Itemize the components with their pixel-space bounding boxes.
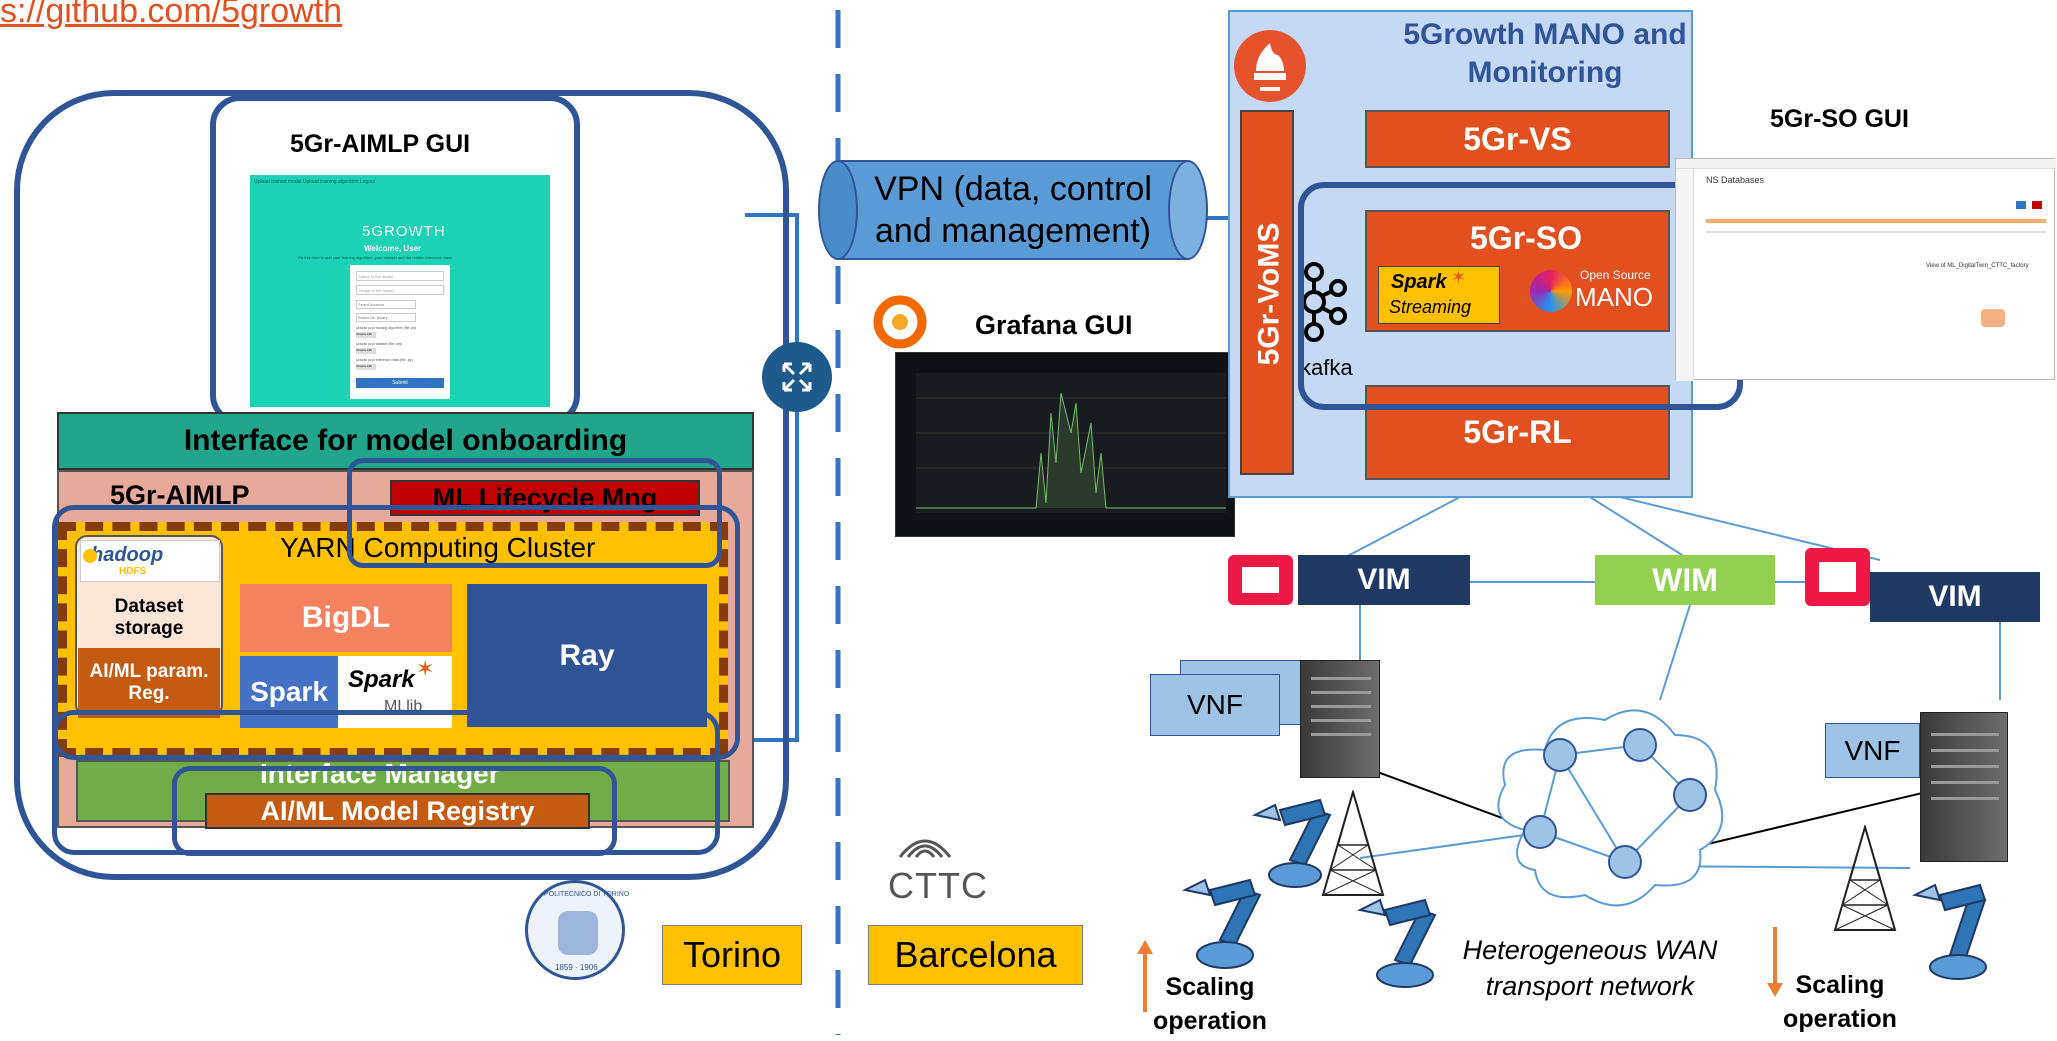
voms-box: 5Gr-VoMS <box>1240 110 1294 475</box>
so-gui-title: 5Gr-SO GUI <box>1770 105 1909 133</box>
yarn-highlight <box>52 505 740 760</box>
spark-star-icon: ✶ <box>416 656 435 681</box>
hadoop-logo: hadoop HDFS <box>80 540 220 582</box>
prometheus-icon <box>1232 25 1308 107</box>
robot-arms-left-icon <box>1181 798 1437 988</box>
gui-hint: Fill this form to add your training algo… <box>298 255 453 260</box>
cttc-logo-icon <box>895 825 955 860</box>
server-right-icon <box>1920 712 2008 862</box>
vpn-tunnel: VPN (data, control and management) <box>818 160 1208 260</box>
antenna-right-icon <box>1833 825 1897 931</box>
vim-left-box: VIM <box>1298 555 1470 605</box>
seal-emblem-icon <box>558 911 598 955</box>
cttc-label: CTTC <box>888 865 988 906</box>
robot-arm-right-icon <box>1911 883 1987 980</box>
bigdl-box: BigDL <box>240 584 452 652</box>
openstack-icon-left <box>1228 555 1293 605</box>
interface-manager-label: Interface Manager <box>260 758 500 789</box>
grafana-icon <box>870 290 930 350</box>
yarn-label: YARN Computing Cluster <box>280 532 596 563</box>
grafana-title: Grafana GUI <box>975 310 1133 340</box>
scale-down-arrow-icon <box>1767 927 1783 997</box>
gui-choose2-button[interactable]: Choose File <box>356 348 376 354</box>
gui-nav[interactable]: Upload trained model Upload training alg… <box>254 179 376 185</box>
mano-title: 5Growth MANO and Monitoring <box>1403 18 1687 89</box>
torino-frame <box>14 90 789 880</box>
gui-library-select[interactable]: Select ML library <box>356 313 416 322</box>
barcelona-site-label: Barcelona <box>868 925 1083 985</box>
so-gui-screen: NS Databases View of ML_DigitalTwin_CTTC… <box>1675 158 2056 381</box>
scaling-right-label: Scaling operation <box>1783 971 1897 1033</box>
kafka-icon <box>1298 262 1348 342</box>
router-icon <box>762 342 832 412</box>
spark-mllib-box: Spark ✶ MLlib <box>338 656 452 728</box>
osm-top-label: Open Source <box>1580 268 1651 282</box>
scale-up-arrow-icon <box>1137 940 1153 1012</box>
spark-box: Spark <box>240 656 338 728</box>
wim-box: WIM <box>1595 555 1775 605</box>
vnf-left-box: VNF <box>1150 674 1280 736</box>
so-label: 5Gr-SO <box>1470 220 1583 256</box>
so-gui-header: NS Databases <box>1706 175 1765 185</box>
so-gui-caption: View of ML_DigitalTwin_CTTC_factory <box>1926 263 2029 269</box>
kafka-label: kafka <box>1300 355 1353 380</box>
dataset-storage-label: Dataset storage <box>78 590 220 646</box>
spark-streaming-logo: Spark ✶ Streaming <box>1378 266 1500 324</box>
gui-upload1-label: Upload your training algorithm (file .py… <box>356 326 417 330</box>
gui-logo: 5GROWTH <box>362 223 446 240</box>
osm-mano-label: MANO <box>1575 282 1653 312</box>
torino-site-label: Torino <box>662 925 802 985</box>
ml-lifecycle-box: ML Lifecycle Mng <box>390 480 700 516</box>
vpn-link-line <box>745 213 799 742</box>
osm-logo-icon <box>1530 270 1572 312</box>
gui-upload3-label: Upload your inference class (file .py) <box>356 358 413 362</box>
param-reg-label: AI/ML param. Reg. <box>78 648 220 718</box>
openstack-icon-right <box>1805 548 1870 606</box>
aimlp-gui-screen: Upload trained model Upload training alg… <box>250 175 550 407</box>
polito-seal: POLITECNICO DI TORINO 1859 · 1906 <box>525 880 629 980</box>
scaling-left-label: Scaling operation <box>1153 973 1267 1035</box>
gui-choose1-button[interactable]: Choose File <box>356 332 376 338</box>
model-registry-box: AI/ML Model Registry <box>205 793 590 829</box>
gui-scope-field[interactable]: Scope of the model <box>356 285 444 295</box>
wan-label: Heterogeneous WAN transport network <box>1462 935 1718 1001</box>
registry-highlight <box>172 766 617 856</box>
aimlp-gui-title: 5Gr-AIMLP GUI <box>290 130 471 158</box>
gui-location-select[interactable]: Select location <box>356 300 416 309</box>
vpn-label: VPN (data, control and management) <box>874 170 1152 250</box>
github-url-link[interactable]: s://github.com/5growth <box>0 0 343 30</box>
gui-form: Name of the model Scope of the model Sel… <box>350 265 450 399</box>
gui-welcome: Welcome, User <box>364 244 422 253</box>
server-left-icon <box>1300 660 1380 778</box>
gui-submit-button[interactable]: Submit <box>356 378 444 388</box>
gui-upload2-label: Upload your dataset (file .csv) <box>356 342 403 346</box>
ray-box: Ray <box>467 584 707 727</box>
gui-name-field[interactable]: Name of the model <box>356 271 444 281</box>
gui-choose3-button[interactable]: Choose File <box>356 364 376 370</box>
so-gui-node-icon <box>1981 309 2005 327</box>
rl-box: 5Gr-RL <box>1365 385 1670 480</box>
antenna-left-icon <box>1321 790 1385 896</box>
vnf-right-box: VNF <box>1825 723 1920 778</box>
wan-cloud-icon <box>1497 709 1724 907</box>
vs-box: 5Gr-VS <box>1365 110 1670 168</box>
hadoop-elephant-icon <box>83 549 97 563</box>
grafana-screen <box>895 352 1235 537</box>
spark-star-icon: ✶ <box>1451 267 1467 287</box>
vim-right-box: VIM <box>1870 572 2040 622</box>
